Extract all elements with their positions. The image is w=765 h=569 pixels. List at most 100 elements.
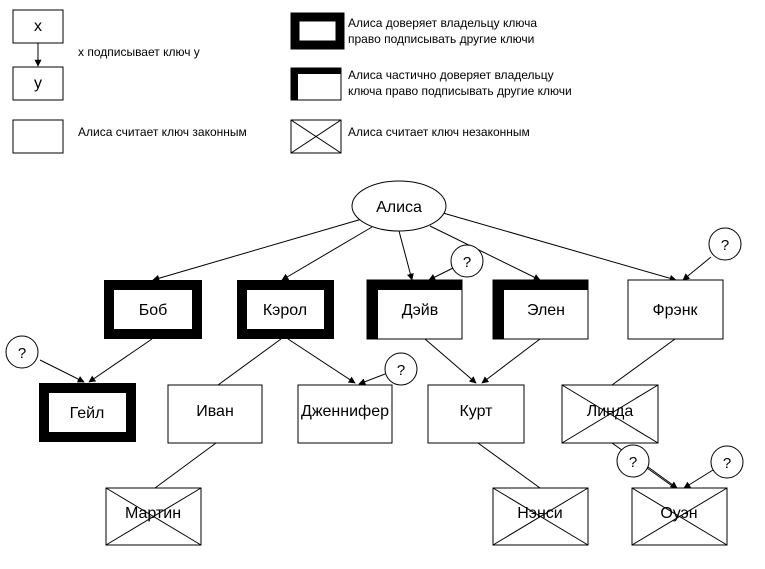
legend-full-trust: Алиса доверяет владельцу ключа право под… — [290, 12, 537, 50]
node-jennifer-label: Дженнифер — [301, 403, 389, 420]
legend-x-symbol: x — [34, 18, 42, 35]
unknown-signer-gail: ? — [5, 335, 39, 369]
node-owen-label: Оуэн — [660, 505, 697, 522]
edge-alice-bob — [152, 218, 363, 282]
node-ellen-label: Элен — [527, 302, 565, 319]
node-kurt-label: Курт — [459, 403, 493, 420]
legend-signs-text: x подписывает ключ y — [78, 45, 200, 59]
legend-partial-trust: Алиса частично доверяет владельцу ключа … — [290, 67, 572, 101]
edge-unknown-owen-right — [683, 469, 714, 489]
node-alice: Алиса — [351, 180, 447, 232]
node-dave-label: Дэйв — [402, 302, 438, 319]
unknown-signer-owen-right-circle — [710, 445, 744, 479]
node-ivan-shape — [167, 384, 263, 444]
node-ivan-label: Иван — [196, 403, 234, 420]
node-linda-cross-b — [561, 384, 659, 444]
node-nancy-label: Нэнси — [517, 505, 563, 522]
node-martin-cross-b — [105, 487, 202, 546]
unknown-signer-gail-mark: ? — [18, 345, 26, 362]
legend-partial-trust-line2: ключа право подписывать другие ключи — [348, 84, 572, 98]
edge-unknown-gail — [39, 359, 85, 383]
legend-y-box — [12, 66, 64, 101]
unknown-signer-dave-circle — [450, 244, 484, 278]
edge-unknown-owen-left — [647, 466, 678, 489]
edge-unknown-frank — [682, 256, 712, 281]
node-kurt: Курт — [427, 384, 525, 444]
edge-alice-ellen — [429, 225, 541, 281]
node-linda: Линда — [561, 384, 659, 444]
unknown-signer-gail-circle — [5, 335, 39, 369]
legend-invalid: Алиса считает ключ незаконным — [290, 119, 530, 154]
legend-x-box — [12, 9, 64, 44]
unknown-signer-owen-right-mark: ? — [723, 455, 731, 472]
node-jennifer-shape — [297, 384, 393, 444]
node-alice-shape — [351, 180, 447, 232]
unknown-signer-owen-left-mark: ? — [629, 454, 637, 471]
edge-ellen-kurt — [481, 338, 541, 384]
node-gail: Гейл — [39, 383, 136, 442]
unknown-signer-dave: ? — [450, 244, 484, 278]
node-owen-cross-b — [631, 487, 728, 546]
node-bob: Боб — [104, 280, 202, 339]
node-ellen: Элен — [492, 279, 589, 340]
legend-signs: x y x подписывает ключ y — [12, 9, 200, 101]
legend-valid-box — [12, 119, 64, 154]
unknown-signer-frank-circle — [708, 227, 742, 261]
legend-y-symbol: y — [34, 75, 42, 92]
node-alice-label: Алиса — [376, 199, 422, 216]
node-frank: Фрэнк — [627, 279, 724, 340]
node-gail-label: Гейл — [70, 405, 105, 422]
edge-carol-jennifer — [287, 338, 356, 384]
edge-alice-carol — [281, 226, 373, 281]
node-carol-shape — [237, 280, 334, 339]
node-gail-shape — [39, 383, 136, 442]
legend-invalid-text: Алиса считает ключ незаконным — [348, 125, 530, 139]
node-dave-top-band — [367, 280, 462, 290]
unknown-signer-owen-left: ? — [616, 444, 650, 478]
node-ivan: Иван — [167, 384, 263, 444]
legend-partial-trust-top-band — [291, 68, 341, 74]
node-jennifer: Дженнифер — [297, 384, 393, 444]
unknown-signer-dave-mark: ? — [463, 254, 471, 271]
nodes: Алиса Боб Кэрол Дэйв Элен Фрэнк — [5, 180, 744, 546]
legend-full-trust-box — [290, 12, 345, 50]
edge-frank-linda — [611, 338, 676, 386]
node-bob-label: Боб — [139, 302, 168, 319]
edge-kurt-nancy — [477, 442, 541, 489]
node-nancy: Нэнси — [492, 487, 589, 546]
unknown-signer-jennifer-circle — [384, 352, 418, 386]
node-carol-label: Кэрол — [263, 302, 307, 319]
node-ellen-left-band — [493, 280, 504, 339]
legend-valid: Алиса считает ключ законным — [12, 119, 247, 154]
node-dave: Дэйв — [366, 279, 463, 340]
node-frank-label: Фрэнк — [652, 302, 698, 319]
edges — [39, 212, 714, 489]
node-martin-label: Мартин — [125, 505, 181, 522]
edge-carol-ivan — [217, 338, 282, 386]
legend-full-trust-line1: Алиса доверяет владельцу ключа — [348, 16, 537, 30]
unknown-signer-frank-mark: ? — [721, 237, 729, 254]
unknown-signer-owen-right: ? — [710, 445, 744, 479]
node-linda-label: Линда — [587, 403, 634, 420]
legend-valid-text: Алиса считает ключ законным — [78, 125, 247, 139]
edge-dave-kurt — [424, 338, 477, 384]
node-nancy-cross-b — [492, 487, 589, 546]
edge-alice-dave — [398, 230, 414, 281]
legend-partial-trust-line1: Алиса частично доверяет владельцу — [348, 68, 554, 82]
legend: x y x подписывает ключ y Алиса считает к… — [12, 9, 572, 154]
node-martin: Мартин — [105, 487, 202, 546]
node-carol: Кэрол — [237, 280, 334, 339]
unknown-signer-jennifer: ? — [384, 352, 418, 386]
legend-partial-trust-left-band — [291, 68, 298, 100]
edge-unknown-dave — [428, 267, 454, 281]
node-owen: Оуэн — [631, 487, 728, 546]
edge-unknown-jennifer — [358, 373, 386, 386]
node-bob-shape — [104, 280, 202, 339]
unknown-signer-jennifer-mark: ? — [397, 362, 405, 379]
node-frank-shape — [627, 279, 724, 340]
legend-invalid-cross-b — [290, 119, 342, 154]
unknown-signer-frank: ? — [708, 227, 742, 261]
edge-bob-gail — [88, 338, 153, 383]
edge-ivan-martin — [154, 442, 217, 489]
